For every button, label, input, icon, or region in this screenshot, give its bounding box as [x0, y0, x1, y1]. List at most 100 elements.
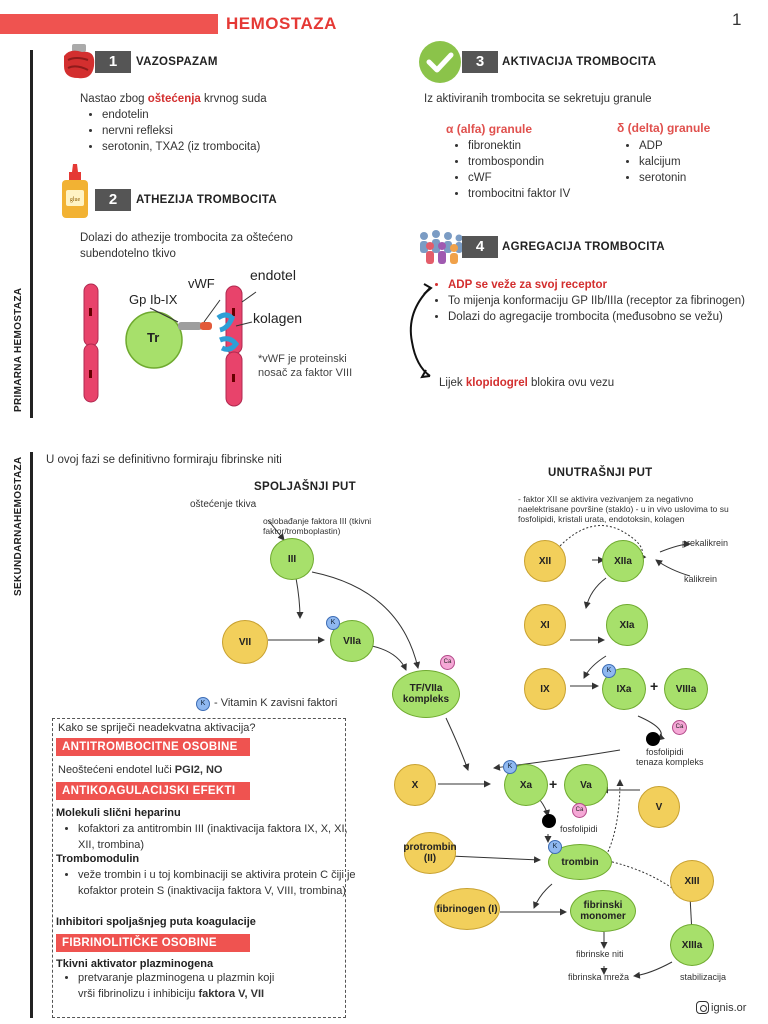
instagram-icon — [696, 1001, 709, 1014]
factor-XIIa-node: XIIa — [602, 540, 644, 582]
alpha-granule-heading: α (alfa) granule — [446, 122, 533, 136]
secondary-divider — [30, 452, 33, 1018]
kalikrein-label: kalikrein — [684, 574, 718, 584]
step-3-intro: Iz aktiviranih trombocita se sekretuju g… — [424, 93, 652, 105]
vitamin-k-badge: K — [602, 664, 616, 678]
curved-arrow-icon — [404, 282, 434, 382]
primary-divider — [30, 50, 33, 418]
secondary-intro: U ovoj fazi se definitivno formiraju fib… — [46, 454, 282, 466]
prothrombin-node: protrombin (II) — [403, 832, 457, 874]
prekalikrein-label: prekalikrein — [682, 538, 729, 548]
list-item: pretvaranje plazminogena u plazmin koji … — [78, 970, 278, 1002]
list-item: kofaktori za antitrombin III (inaktivaci… — [78, 821, 358, 853]
list-item: kalcijum — [639, 154, 686, 170]
delta-granule-list: ADP kalcijum serotonin — [621, 138, 686, 186]
alpha-granule-list: fibronektin trombospondin cWF trombocitn… — [450, 138, 570, 202]
vitamin-k-badge: K — [503, 760, 517, 774]
glue-bottle-icon: glue — [58, 162, 92, 220]
vitamin-k-badge: K — [548, 840, 562, 854]
list-item: endotelin — [102, 107, 260, 123]
heparin-list: kofaktori za antitrombin III (inaktivaci… — [60, 821, 358, 853]
kolagen-label: kolagen — [253, 310, 303, 326]
plus-sign: + — [549, 776, 558, 792]
step-2-text: Dolazi do athezije trombocita za oštećen… — [80, 232, 293, 260]
step-1-number: 1 — [95, 51, 131, 73]
step-2-number: 2 — [95, 189, 131, 211]
footer-handle[interactable]: ignis.or — [711, 1002, 747, 1014]
step-2-heading: ATHEZIJA TROMBOCITA — [136, 194, 277, 206]
phospholipid-label: fosfolipidi — [560, 824, 598, 834]
list-item: ADP — [639, 138, 686, 154]
page-number: 1 — [732, 10, 742, 29]
factor-V-node: V — [638, 786, 680, 828]
factor-X-node: X — [394, 764, 436, 806]
factor-XII-node: XII — [524, 540, 566, 582]
tf-complex-node: TF/VIIa kompleks — [392, 670, 460, 718]
vitamin-k-legend: - Vitamin K zavisni faktori — [214, 697, 338, 709]
step-1-intro: Nastao zbog oštećenja krvnog suda — [80, 93, 267, 105]
factor-VII-node: VII — [222, 620, 268, 664]
phospholipid-label: fosfolipidi — [646, 747, 684, 757]
endotel-label: endotel — [250, 267, 296, 283]
extrinsic-title: SPOLJAŠNJI PUT — [254, 481, 356, 493]
calcium-badge: Ca — [572, 803, 587, 818]
drug-highlight: klopidogrel — [465, 377, 528, 389]
checkmark-icon — [418, 40, 462, 84]
prothrombinase-junction — [542, 814, 556, 828]
list-item: Dolazi do agregacije trombocita (međusob… — [448, 309, 766, 325]
tenase-junction — [646, 732, 660, 746]
list-item: veže trombin i u toj kombinaciji se akti… — [78, 867, 360, 899]
vitamin-k-legend-icon: K — [196, 697, 210, 711]
tpa-title: Tkivni aktivator plazminogena — [56, 958, 214, 970]
vwf-note: *vWF je proteinski nosač za faktor VIII — [258, 353, 353, 379]
fibrin-threads-label: fibrinske niti — [576, 949, 624, 959]
calcium-badge: Ca — [440, 655, 455, 670]
fibrinogen-node: fibrinogen (I) — [434, 888, 500, 930]
list-item: trombospondin — [468, 154, 570, 170]
list-item: serotonin — [639, 170, 686, 186]
list-item: fibronektin — [468, 138, 570, 154]
glue-label: glue — [70, 197, 81, 203]
delta-granule-heading: δ (delta) granule — [617, 121, 711, 135]
step-3-number: 3 — [462, 51, 498, 73]
factor-VIIa-node: VIIa — [330, 620, 374, 662]
step-1-heading: VAZOSPAZAM — [136, 56, 218, 68]
gp-label: Gp Ib-IX — [129, 292, 178, 307]
tpa-list: pretvaranje plazminogena u plazmin koji … — [60, 970, 278, 1002]
list-item: cWF — [468, 170, 570, 186]
antiplatelet-heading: ANTITROMBOCITNE OSOBINE — [56, 738, 250, 756]
fibrin-mesh-label: fibrinska mreža — [568, 972, 630, 982]
factor-Va-node: Va — [564, 764, 608, 806]
tissue-damage-label: oštećenje tkiva — [190, 499, 257, 510]
list-item: ADP se veže za svoj receptor — [448, 277, 766, 293]
step-1-list: endotelin nervni refleksi serotonin, TXA… — [84, 107, 260, 155]
adhesion-diagram — [80, 278, 340, 410]
thrombomodulin-title: Trombomodulin — [56, 853, 140, 865]
list-item: nervni refleksi — [102, 123, 260, 139]
regulation-question: Kako se spriječi neadekvatna aktivacija? — [58, 722, 256, 734]
factor-IX-node: IX — [524, 668, 566, 710]
factor-VIIIa-node: VIIIa — [664, 668, 708, 710]
platelet-label: Tr — [147, 330, 160, 345]
anticoagulant-heading: ANTIKOAGULACIJSKI EFEKTI — [56, 782, 250, 800]
title-bar — [0, 14, 218, 34]
step-3-heading: AKTIVACIJA TROMBOCITA — [502, 56, 657, 68]
factor-III-node: III — [270, 538, 314, 580]
step-4-heading: AGREGACIJA TROMBOCITA — [502, 241, 665, 253]
fibrin-monomer-node: fibrinski monomer — [570, 890, 636, 932]
list-item: serotonin, TXA2 (iz trombocita) — [102, 139, 260, 155]
thrombomodulin-list: veže trombin i u toj kombinaciji se akti… — [60, 867, 360, 899]
fibrinolytic-heading: FIBRINOLITIČKE OSOBINE — [56, 934, 250, 952]
vitamin-k-badge: K — [326, 616, 340, 630]
list-item: To mijenja konformaciju GP IIb/IIIa (rec… — [448, 293, 766, 309]
intrinsic-note: - faktor XII se aktivira vezivanjem za n… — [518, 494, 729, 524]
intrinsic-title: UNUTRAŠNJI PUT — [548, 467, 653, 479]
vwf-label: vWF — [188, 276, 215, 291]
step-4-list: ADP se veže za svoj receptor To mijenja … — [430, 277, 766, 325]
factor-XIIIa-node: XIIIa — [670, 924, 714, 966]
drug-note: Lijek klopidogrel blokira ovu vezu — [439, 377, 615, 389]
stabilization-label: stabilizacija — [680, 972, 727, 982]
regulation-box — [52, 718, 346, 1018]
factor3-release-label: oslobađanje faktora III (tkivni faktor/t… — [263, 516, 372, 536]
page-title: HEMOSTAZA — [226, 14, 337, 33]
